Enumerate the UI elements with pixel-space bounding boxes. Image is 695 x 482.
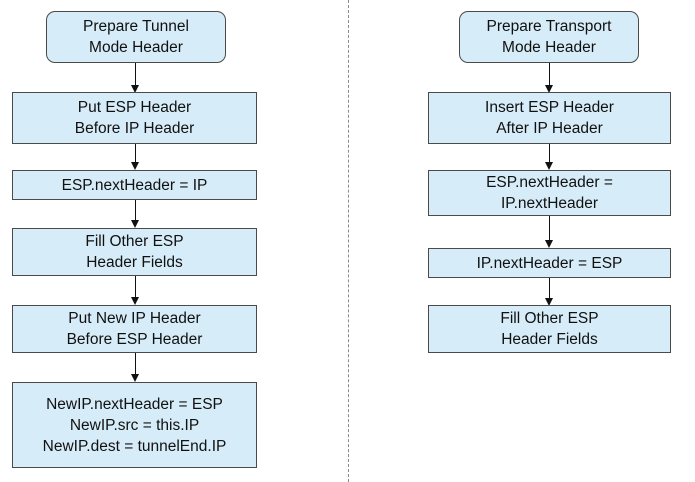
node-text-line: Fill Other ESP (85, 233, 184, 250)
node-text-line: Before IP Header (74, 120, 195, 137)
node-text-line: After IP Header (496, 120, 603, 137)
right-step-fill-esp-fields: Fill Other ESP Header Fields (428, 305, 671, 353)
node-text-line: ESP.nextHeader = IP (61, 176, 208, 194)
node-text-line: Prepare Transport (486, 18, 612, 35)
node-text-line: IP.nextHeader (500, 195, 599, 212)
node-text-line: NewIP.nextHeader = ESP (46, 395, 223, 413)
node-text-line: IP.nextHeader = ESP (476, 254, 623, 272)
left-step-put-new-ip-header: Put New IP Header Before ESP Header (12, 305, 257, 353)
node-text-line: ESP.nextHeader = (486, 174, 613, 191)
left-start-node: Prepare Tunnel Mode Header (46, 11, 226, 63)
node-text-line: Put New IP Header (68, 310, 201, 327)
left-step-esp-nextheader: ESP.nextHeader = IP (12, 170, 257, 200)
node-text-line: Mode Header (502, 39, 596, 56)
node-text-line: Header Fields (86, 254, 183, 271)
node-text-line: Insert ESP Header (485, 99, 614, 116)
node-text-line: Fill Other ESP (500, 310, 599, 327)
node-text-line: NewIP.src = this.IP (69, 416, 200, 434)
right-step-insert-esp-header: Insert ESP Header After IP Header (428, 92, 671, 144)
right-start-node: Prepare Transport Mode Header (459, 11, 639, 63)
node-text-line: Before ESP Header (66, 331, 203, 348)
right-step-esp-nextheader: ESP.nextHeader = IP.nextHeader (428, 170, 671, 216)
node-text-line: Header Fields (501, 331, 598, 348)
node-text-line: NewIP.dest = tunnelEnd.IP (42, 437, 227, 455)
column-divider (348, 0, 349, 482)
left-step-fill-esp-fields: Fill Other ESP Header Fields (12, 228, 257, 276)
node-text-line: Prepare Tunnel (83, 18, 189, 35)
node-text-line: Mode Header (89, 39, 183, 56)
left-step-set-new-ip-fields: NewIP.nextHeader = ESP NewIP.src = this.… (12, 382, 257, 468)
right-step-ip-nextheader: IP.nextHeader = ESP (428, 248, 671, 278)
left-step-put-esp-header: Put ESP Header Before IP Header (12, 92, 257, 144)
node-text-line: Put ESP Header (77, 99, 192, 116)
